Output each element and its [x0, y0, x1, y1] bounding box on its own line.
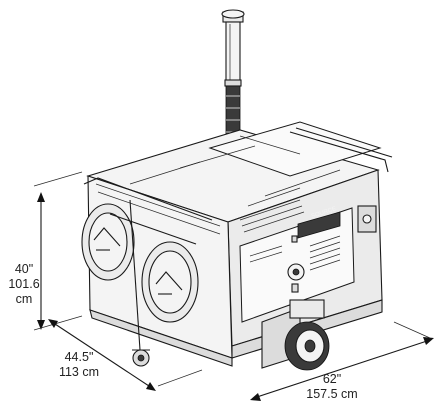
width-label: 62" 157.5 cm	[302, 372, 362, 402]
height-label: 40" 101.6 cm	[2, 262, 46, 307]
width-dimension-line	[250, 321, 434, 401]
hose-reel-right	[141, 241, 199, 323]
height-dimension-line	[33, 171, 83, 331]
height-inches: 40"	[14, 262, 34, 276]
depth-inches: 44.5"	[64, 350, 94, 364]
width-inches: 62"	[322, 372, 342, 386]
depth-label: 44.5" 113 cm	[54, 350, 104, 380]
width-centimeters: 157.5 cm	[306, 387, 358, 401]
wheel	[261, 299, 330, 371]
hose-reel-left	[81, 203, 135, 281]
depth-bracket-line	[157, 369, 203, 387]
height-centimeters: 101.6 cm	[8, 277, 40, 306]
unit-right-face	[227, 169, 383, 359]
depth-centimeters: 113 cm	[58, 365, 100, 379]
depth-dimension-line	[48, 319, 156, 391]
unit-front-face	[81, 175, 233, 367]
